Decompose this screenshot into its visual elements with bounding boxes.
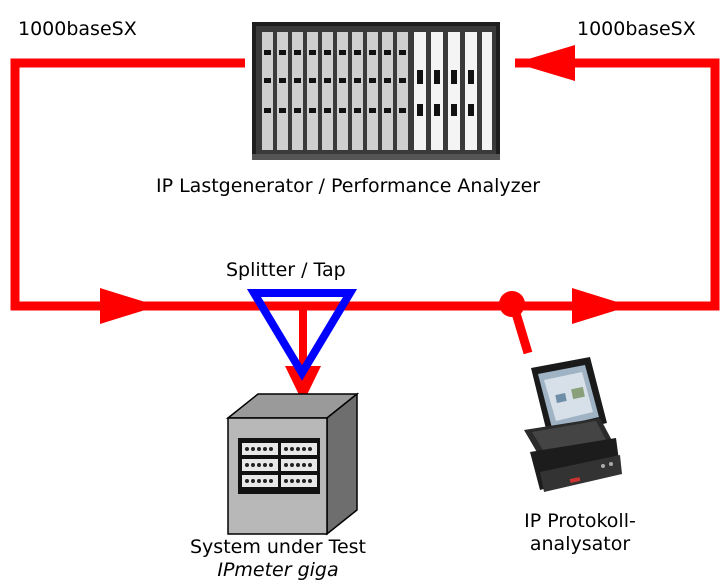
- arrow-right-icon: [572, 288, 630, 324]
- analyzer-label-line1: IP Protokoll-: [524, 510, 636, 532]
- analyzer-laptop-icon: [524, 357, 622, 492]
- sut-label-line1: System under Test: [190, 536, 366, 558]
- splitter-triangle-icon: [246, 289, 358, 381]
- analyzer-label: IP Protokoll- analysator: [505, 510, 655, 556]
- arrow-down-icon: [285, 366, 321, 403]
- sut-label: System under Test IPmeter giga: [178, 536, 378, 582]
- analyzer-label-line2: analysator: [529, 533, 631, 555]
- generator-chassis-icon: [252, 22, 500, 160]
- sut-server-icon: [225, 392, 360, 536]
- tap-point-icon: [499, 291, 525, 317]
- splitter-label: Splitter / Tap: [226, 259, 346, 281]
- generator-label: IP Lastgenerator / Performance Analyzer: [156, 175, 541, 197]
- sut-label-line2: IPmeter giga: [217, 559, 339, 581]
- arrow-right-icon: [100, 288, 158, 324]
- link-label-right: 1000baseSX: [577, 18, 696, 40]
- arrow-left-icon: [515, 45, 575, 81]
- link-left-segment: [10, 58, 720, 311]
- link-label-left: 1000baseSX: [18, 18, 137, 40]
